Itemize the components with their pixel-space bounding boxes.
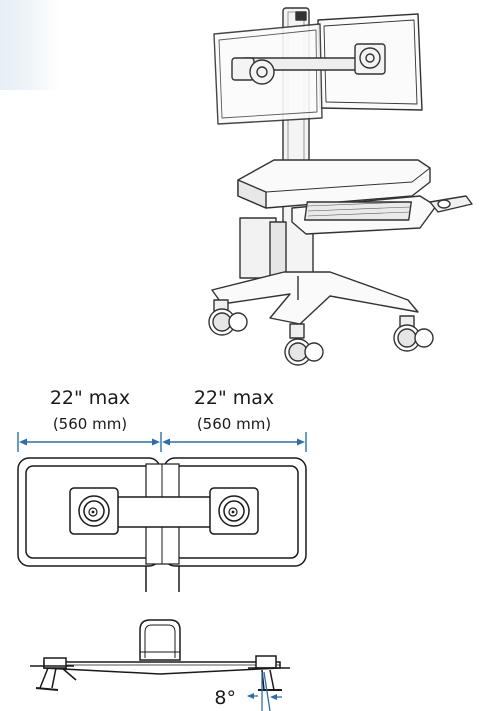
cart-mouse-pad (429, 195, 473, 213)
tilt-angle-indicator (247, 671, 282, 711)
tilt-angle-label: 8° (214, 687, 236, 709)
dual-arm-top-view (109, 496, 215, 528)
top-view-diagram (30, 619, 290, 691)
pole-top-view (139, 619, 181, 661)
left-width-label: 22" max (50, 387, 130, 409)
cart-base (211, 271, 419, 325)
right-width-label: 22" max (194, 387, 274, 409)
right-width-metric: (560 mm) (197, 415, 271, 433)
dimension-lines (17, 432, 307, 452)
cart-illustration (208, 7, 473, 366)
left-width-metric: (560 mm) (53, 415, 127, 433)
cart-casters (208, 299, 434, 366)
background-fade (0, 0, 60, 90)
arm-bar-top-view (43, 661, 281, 675)
vesa-mount-icon-right (209, 487, 259, 535)
vesa-mount-icon (69, 487, 119, 535)
